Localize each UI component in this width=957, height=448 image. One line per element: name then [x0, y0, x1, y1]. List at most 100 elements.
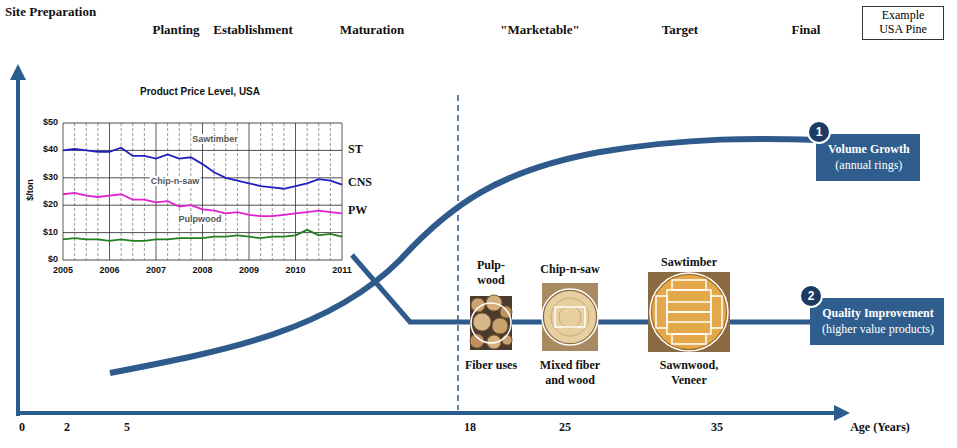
volume-growth-box: Volume Growth(annual rings) [816, 134, 920, 181]
grid-line [132, 123, 133, 260]
grid-line [272, 123, 273, 260]
year-label: 2005 [53, 265, 73, 275]
stage-heading: Planting [153, 22, 200, 38]
annual-ring [551, 298, 589, 336]
callout-number: 1 [807, 120, 831, 144]
product-use: Mixed fiber and wood [530, 358, 610, 388]
grid-line [63, 123, 342, 124]
box-text: Quality Improvement [822, 306, 934, 322]
annual-ring [559, 306, 581, 328]
board [656, 296, 667, 328]
board [667, 302, 711, 312]
log-end [502, 335, 512, 345]
grid-line [330, 123, 331, 260]
board [672, 334, 706, 344]
axis-value: $50 [43, 117, 58, 127]
marketable-divider [457, 95, 459, 410]
board [672, 280, 706, 290]
age-tick: 25 [559, 420, 571, 435]
series-label: Chip-n-saw [150, 176, 201, 186]
board [711, 296, 722, 328]
board [667, 312, 711, 322]
product-name: Pulp- wood [469, 258, 513, 288]
image-ground [470, 296, 512, 350]
quality-box: Quality Improvement(higher value product… [810, 298, 944, 345]
grid-line [63, 260, 342, 261]
board-outline [555, 307, 585, 327]
product-name: Chip-n-saw [540, 262, 599, 277]
x-axis [16, 411, 842, 415]
price-chart [63, 123, 342, 260]
age-tick: 0 [19, 420, 25, 435]
grid-line [249, 123, 250, 260]
axis-value: $30 [43, 172, 58, 182]
price-series [63, 148, 342, 189]
age-tick: 5 [124, 420, 130, 435]
sawtimber-image [648, 272, 730, 352]
year-label: 2008 [192, 265, 212, 275]
grid-line [63, 150, 342, 151]
grid-line [283, 123, 284, 260]
callout-number: 2 [799, 284, 823, 308]
grid-line [144, 123, 145, 260]
log-section [543, 290, 597, 344]
pulpwood-image [470, 295, 512, 350]
series-tag: PW [348, 203, 367, 218]
age-tick: 18 [464, 420, 476, 435]
grid-line [63, 205, 342, 206]
image-ground [542, 283, 598, 351]
grid-line [260, 123, 261, 260]
board [667, 290, 711, 334]
grid-line [307, 123, 308, 260]
price-series [63, 193, 342, 216]
axis-title: Age (Years) [850, 420, 910, 435]
year-label: 2007 [146, 265, 166, 275]
log-end [492, 318, 508, 334]
age-tick: 35 [711, 420, 723, 435]
series-label: Pulpwood [178, 214, 223, 224]
chart-title: Product Price Level, USA [140, 86, 260, 97]
series-tag: ST [348, 142, 363, 157]
stage-heading: Final [792, 22, 821, 38]
stage-heading: Maturation [340, 22, 404, 38]
box-text: (higher value products) [822, 322, 934, 338]
example-box: Example USA Pine [862, 6, 944, 40]
product-use: Sawnwood, Veneer [649, 358, 729, 388]
y-axis [16, 72, 20, 416]
product-use: Fiber uses [464, 358, 518, 373]
grid-line [179, 123, 180, 260]
year-label: 2009 [239, 265, 259, 275]
cut-outline [650, 273, 728, 351]
stage-heading: Target [662, 22, 698, 38]
year-label: 2011 [332, 265, 352, 275]
grid-line [295, 123, 296, 260]
series-label: Sawtimber [191, 134, 239, 144]
price-series [63, 230, 342, 241]
stage-heading: Establishment [213, 22, 292, 38]
box-text: (annual rings) [828, 158, 910, 174]
callout-text: 1 [816, 125, 823, 139]
cut-outline [542, 289, 598, 345]
age-tick: 2 [64, 420, 70, 435]
stage-heading: "Marketable" [500, 22, 579, 38]
axis-value: $0 [48, 254, 58, 264]
board-layout [656, 280, 722, 344]
year-label: 2010 [285, 265, 305, 275]
box-text: Example USA Pine [869, 9, 937, 37]
grid-line [74, 123, 75, 260]
grid-line [109, 123, 110, 260]
product-name: Sawtimber [661, 255, 717, 270]
axis-value: $10 [43, 227, 58, 237]
axis-title: $/ton [25, 179, 35, 201]
callout-text: 2 [808, 289, 815, 303]
cut-outline [471, 303, 511, 343]
box-text: Volume Growth [828, 142, 910, 158]
stage-heading: Site Preparation [5, 4, 90, 20]
grid-line [342, 123, 343, 260]
series-tag: CNS [348, 175, 372, 190]
axis-value: $40 [43, 144, 58, 154]
axis-value: $20 [43, 199, 58, 209]
year-label: 2006 [99, 265, 119, 275]
